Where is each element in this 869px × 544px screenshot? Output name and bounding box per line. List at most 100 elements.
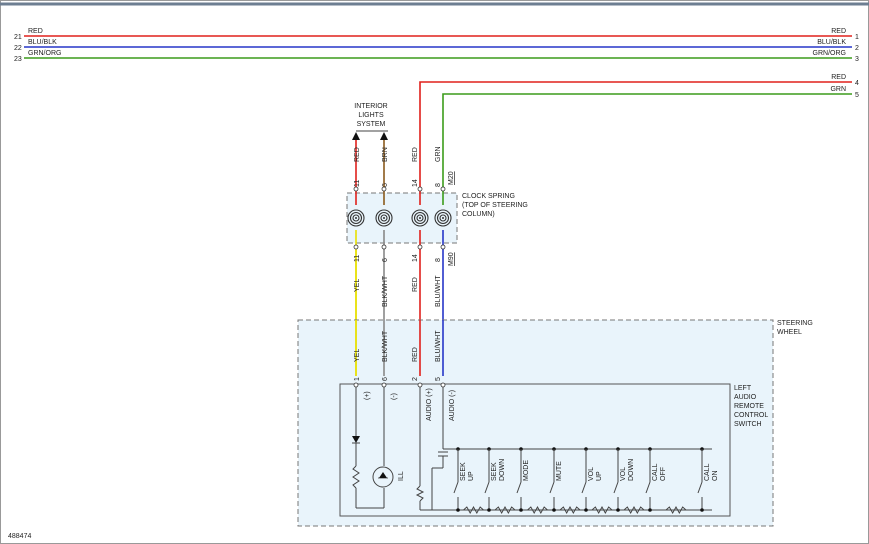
pin-terminals (353, 382, 446, 388)
top-wire-1-label-right: RED (831, 28, 846, 35)
connector-m90-label: M90 (448, 252, 455, 266)
audio-remote-switch: LEFT AUDIO REMOTE CONTROL SWITCH (+) (-)… (339, 382, 768, 517)
upper-wire-2-color: BRN (382, 147, 389, 162)
ill-label: ILL (398, 471, 405, 481)
upper-wire-3-pin: 14 (412, 179, 419, 187)
interior-label-1: INTERIOR (354, 103, 387, 110)
top-wire-2-label-right: BLU/BLK (817, 39, 846, 46)
button-8-label-1: CALL (704, 463, 711, 481)
interior-label-2: LIGHTS (358, 112, 384, 119)
switch-pin-1: 1 (354, 377, 361, 381)
diagram-id: 488474 (8, 533, 31, 540)
steering-wheel-label-1: STEERING (777, 320, 813, 327)
switch-box (339, 383, 731, 517)
upper-wire-1-pin: 11 (354, 180, 361, 187)
lower-wire-1-pin: 11 (354, 255, 361, 262)
top-wires: RED BLU/BLK GRN/ORG RED BLU/BLK GRN/ORG … (14, 28, 859, 63)
switch-pin-5: 5 (435, 377, 442, 381)
lower-wire-1-color: YEL (354, 279, 361, 292)
top-wire-1-pin-right: 1 (855, 34, 859, 41)
button-2-label-2: DOWN (499, 459, 506, 481)
interior-lights-system: INTERIOR LIGHTS SYSTEM (352, 103, 388, 185)
illumination-circuit (352, 387, 394, 509)
button-6-label-1: VOL (620, 467, 627, 481)
upper-wire-2-pin: 6 (382, 183, 389, 187)
lower-wire-4-color: BLU/WHT (435, 275, 442, 307)
clock-spring-coil-icon (375, 185, 393, 250)
arrow-up-icon (352, 132, 360, 140)
sw-wire-1-color: YEL (354, 349, 361, 362)
feed-grn-label: GRN (830, 86, 846, 93)
button-7-label-2: OFF (660, 467, 667, 481)
button-3-label-1: MODE (523, 460, 530, 481)
lamp-icon (372, 466, 394, 488)
audio-plus-label: AUDIO (+) (426, 388, 433, 421)
lower-wire-2-color: BLK/WHT (382, 275, 389, 307)
top-wire-2-pin-left: 22 (14, 45, 22, 52)
button-switch-4: MUTE (549, 447, 581, 515)
audio-minus-label: AUDIO (-) (449, 390, 456, 421)
interior-label-3: SYSTEM (357, 121, 386, 128)
button-1-label-1: SEEK (460, 462, 467, 481)
clock-spring-coil-icon (434, 185, 452, 250)
sw-wire-4-color: BLU/WHT (435, 330, 442, 362)
feed-wires: RED GRN 4 5 (419, 74, 859, 185)
clock-spring-coil-icon (411, 185, 429, 250)
button-switch-3: MODE (516, 447, 548, 515)
resistor-icon (352, 465, 360, 489)
top-wire-3-pin-left: 23 (14, 56, 22, 63)
lower-wire-2-pin: 6 (382, 258, 389, 262)
clock-spring-label-1: CLOCK SPRING (462, 193, 515, 200)
diode-icon (352, 436, 360, 443)
top-wire-2-label-left: BLU/BLK (28, 39, 57, 46)
button-7-label-1: CALL (652, 463, 659, 481)
feed-red-pin: 4 (855, 80, 859, 87)
lower-wire-3-color: RED (412, 277, 419, 292)
upper-wire-3-color: RED (412, 147, 419, 162)
upper-wire-4-pin: 8 (435, 183, 442, 187)
button-5-label-1: VOL (588, 467, 595, 481)
switch-pin-2: 2 (412, 377, 419, 381)
sw-wire-2-color: BLK/WHT (382, 330, 389, 362)
lower-wire-3-pin: 14 (412, 254, 419, 262)
switch-title-3: REMOTE (734, 403, 764, 410)
connector-m20-label: M20 (448, 171, 455, 185)
button-6-label-2: DOWN (628, 459, 635, 481)
top-wire-3-label-left: GRN/ORG (28, 50, 61, 57)
upper-wire-4-color: GRN (435, 146, 442, 162)
clock-spring-label-3: COLUMN) (462, 211, 495, 218)
top-wire-2-pin-right: 2 (855, 45, 859, 52)
top-wire-3-label-right: GRN/ORG (813, 50, 846, 57)
upper-wire-labels: RED BRN RED GRN 11 6 14 8 M20 (354, 146, 455, 187)
pin-plus-label: (+) (364, 391, 371, 400)
switch-title-4: CONTROL (734, 412, 768, 419)
switch-title-2: AUDIO (734, 394, 757, 401)
top-wire-1-label-left: RED (28, 28, 43, 35)
button-2-label-1: SEEK (491, 462, 498, 481)
button-8-label-2: ON (712, 471, 719, 482)
clock-spring-coil-icon (347, 185, 365, 250)
clock-spring: CLOCK SPRING (TOP OF STEERING COLUMN) (346, 185, 528, 250)
upper-wire-1-color: RED (354, 147, 361, 162)
pin-minus-label: (-) (391, 393, 398, 400)
button-1-label-2: UP (468, 471, 475, 481)
clock-spring-label-2: (TOP OF STEERING (462, 202, 528, 209)
switch-pin-6: 6 (382, 377, 389, 381)
arrow-up-icon (380, 132, 388, 140)
button-4-label-1: MUTE (556, 461, 563, 481)
clock-spring-box (346, 192, 458, 244)
button-5-label-2: UP (596, 471, 603, 481)
top-wire-1-pin-left: 21 (14, 34, 22, 41)
steering-wheel-label-2: WHEEL (777, 329, 802, 336)
feed-grn-pin: 5 (855, 92, 859, 99)
switch-title-5: SWITCH (734, 421, 762, 428)
top-wire-3-pin-right: 3 (855, 56, 859, 63)
